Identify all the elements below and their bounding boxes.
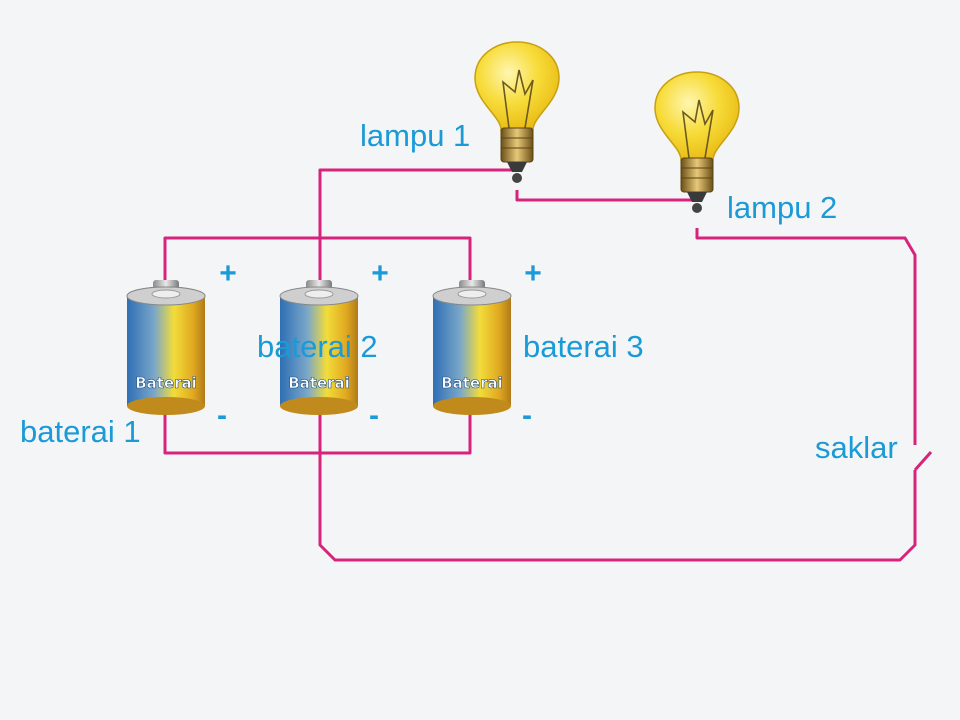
battery-1-minus-sign: -	[217, 399, 227, 432]
battery-1: Baterai	[126, 280, 206, 415]
wire-positive-bus	[163, 236, 472, 282]
lamp-1-label: lampu 1	[360, 118, 470, 153]
switch-lever	[913, 451, 933, 471]
wires	[163, 150, 933, 562]
battery-1-text: Baterai	[135, 374, 197, 392]
battery-1-plus-sign: +	[219, 257, 237, 290]
lamp-1-bulb-icon	[474, 41, 560, 183]
wire-switch-to-negative	[318, 408, 917, 562]
battery-2-plus-sign: +	[371, 257, 389, 290]
battery-3-plus-sign: +	[524, 257, 542, 290]
wire-negative-bus	[163, 408, 472, 455]
battery-3-text: Baterai	[441, 374, 503, 392]
lamp-2-label: lampu 2	[727, 190, 837, 225]
battery-2: Baterai	[279, 280, 359, 415]
wire-lamp1-to-lamp2	[515, 180, 694, 202]
battery-3-minus-sign: -	[522, 399, 532, 432]
lamp-2-bulb-icon	[654, 71, 740, 213]
battery-3: Baterai	[432, 280, 512, 415]
battery-1-label: baterai 1	[20, 414, 141, 449]
battery-3-label: baterai 3	[523, 329, 644, 364]
battery-2-minus-sign: -	[369, 399, 379, 432]
wire-lamp2-to-switch	[695, 228, 917, 445]
battery-2-label: baterai 2	[257, 329, 378, 364]
switch-label: saklar	[815, 430, 898, 465]
wire-to-lamp1	[318, 150, 519, 282]
battery-2-text: Baterai	[288, 374, 350, 392]
